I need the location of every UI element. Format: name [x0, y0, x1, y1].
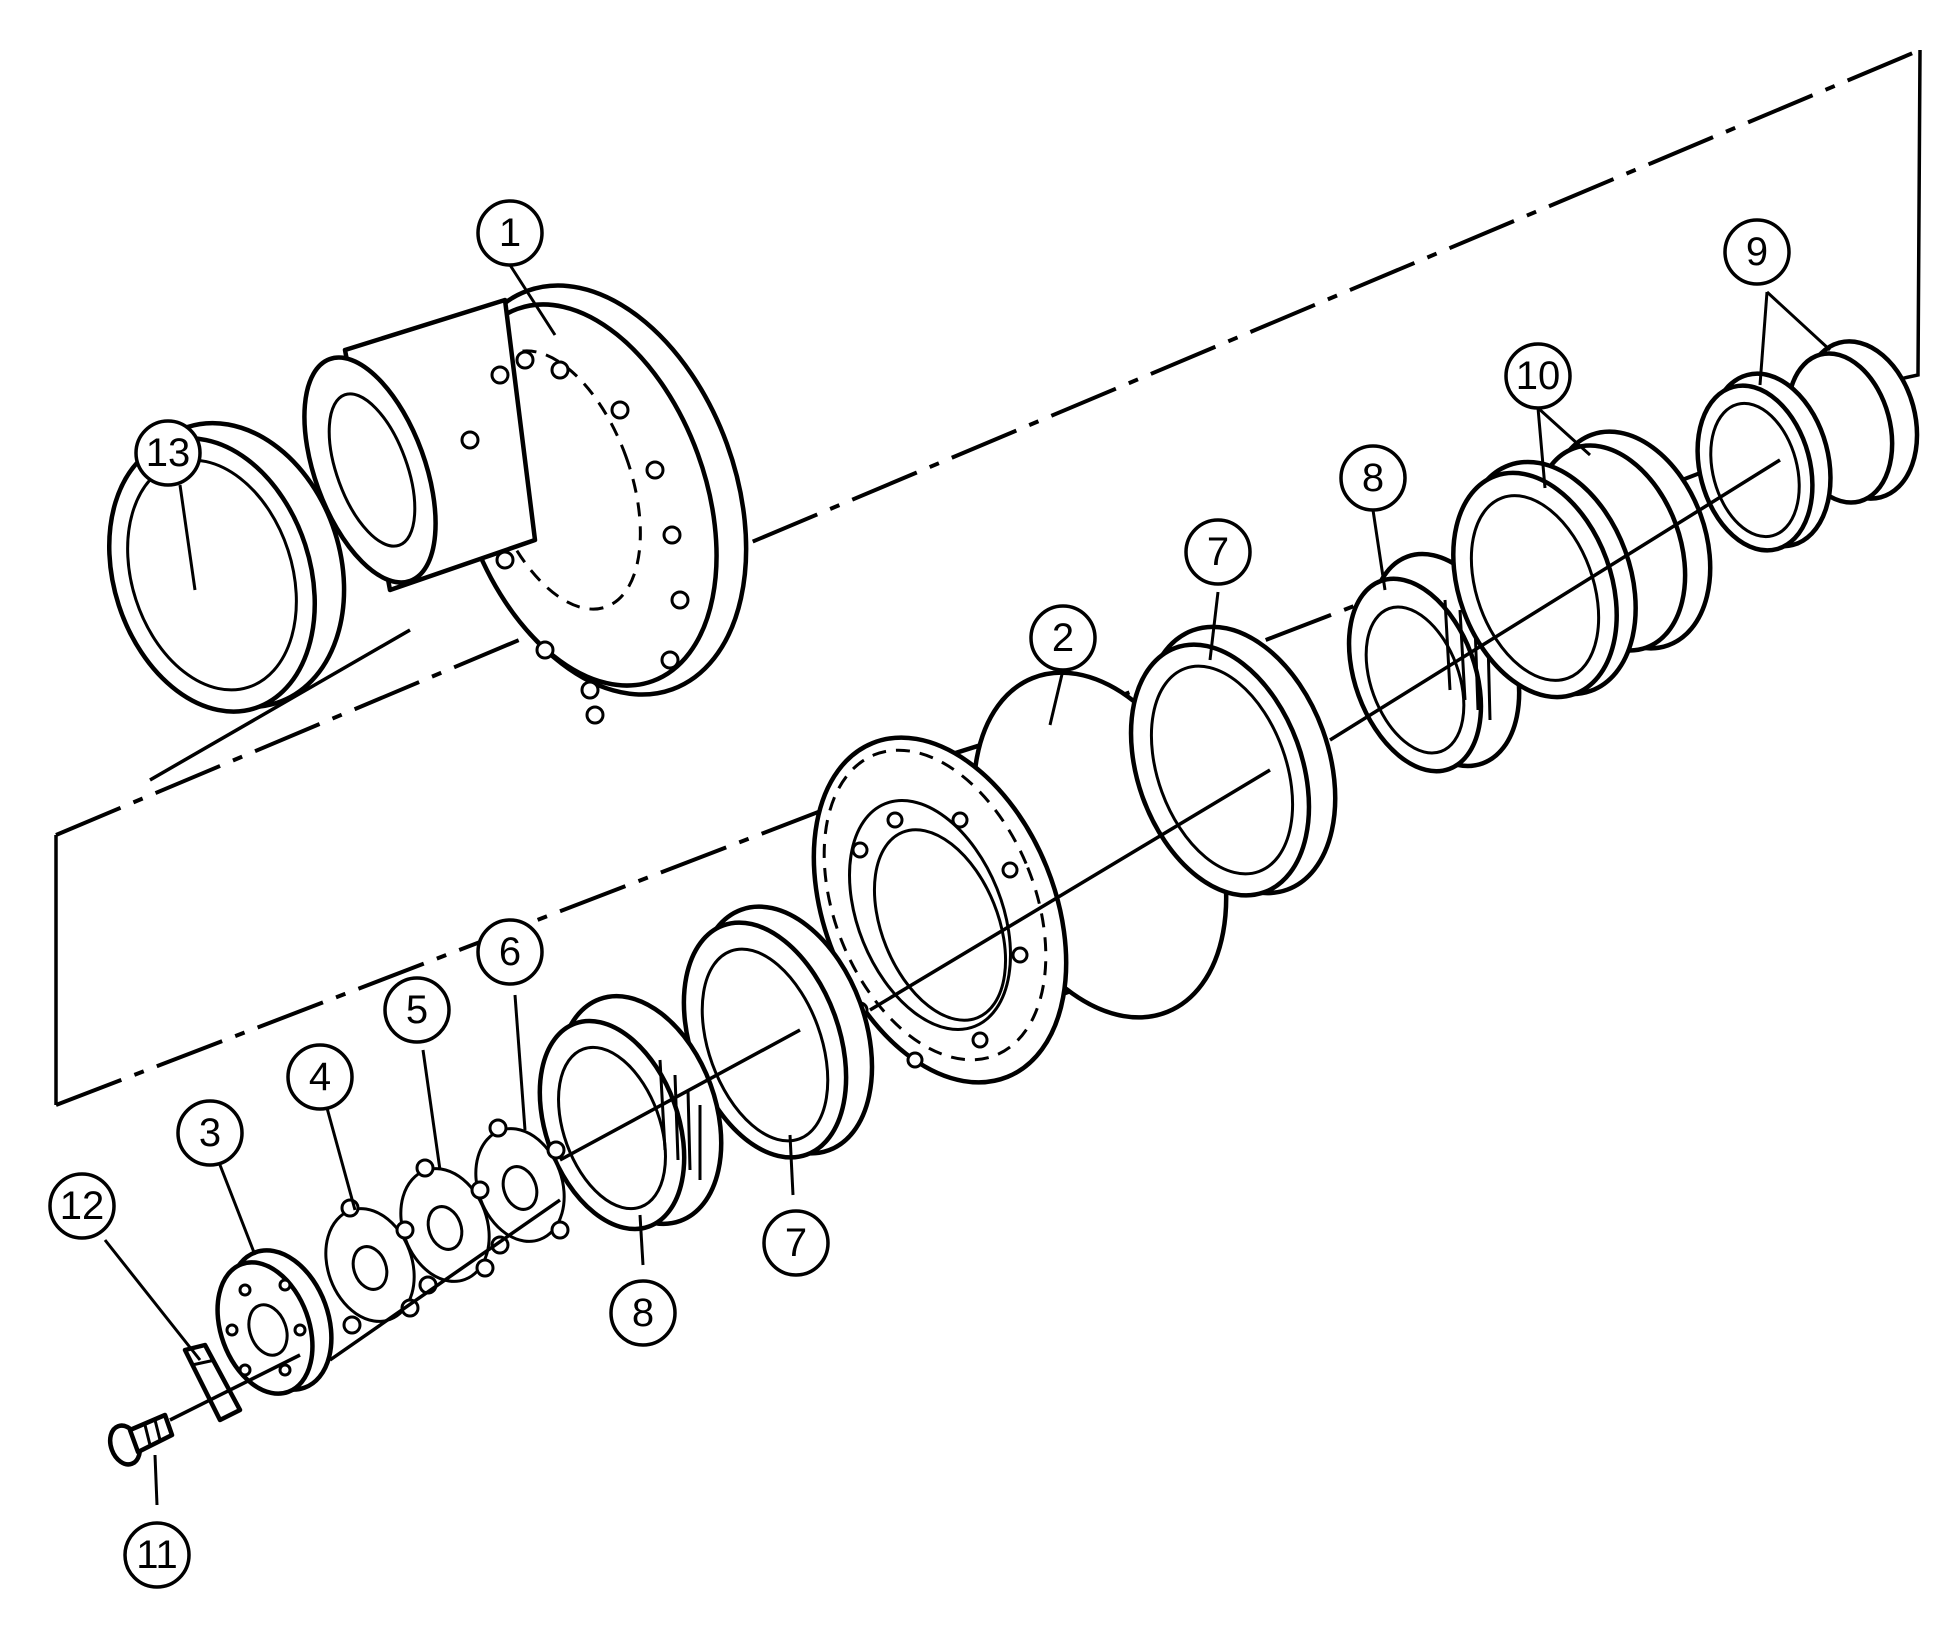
part-label-10: 10: [1516, 354, 1561, 398]
part-balloon-3: 3: [176, 1099, 244, 1167]
bearing-cone-part-8-left: [537, 993, 724, 1232]
rings-part-9: [1695, 339, 1920, 553]
part-balloon-8-left: 8: [609, 1279, 677, 1347]
part-balloon-4: 4: [286, 1043, 354, 1111]
bearing-cup-part-7-right: [1128, 624, 1338, 898]
part-label-7-right: 7: [1207, 530, 1229, 574]
part-label-2: 2: [1052, 616, 1074, 660]
part-balloon-13: 13: [134, 419, 202, 487]
part-balloon-5: 5: [383, 976, 451, 1044]
leader-lines: [103, 264, 1832, 1506]
part-label-3: 3: [199, 1111, 221, 1155]
retaining-plate-part-3: [215, 1248, 334, 1396]
part-balloon-7-left: 7: [762, 1209, 830, 1277]
part-balloon-10: 10: [1504, 342, 1572, 410]
part-label-4: 4: [309, 1055, 331, 1099]
part-label-8-right: 8: [1362, 456, 1384, 500]
hub-drum-part-2: [811, 670, 1229, 1085]
part-label-12: 12: [60, 1184, 105, 1228]
part-balloon-9: 9: [1723, 218, 1791, 286]
lock-plate-part-12: [182, 1342, 243, 1423]
part-balloon-8-right: 8: [1339, 444, 1407, 512]
part-balloon-2: 2: [1029, 604, 1097, 672]
part-label-6: 6: [499, 930, 521, 974]
part-label-5: 5: [406, 988, 428, 1032]
bearing-cup-part-7-left: [681, 904, 875, 1160]
lock-washer-part-5: [399, 1158, 495, 1295]
part-balloon-7-right: 7: [1184, 518, 1252, 586]
part-balloon-6: 6: [476, 918, 544, 986]
seal-ring-part-13: [106, 420, 347, 714]
assembly-axis-lines: [149, 458, 1781, 1422]
part-balloon-1: 1: [476, 199, 544, 267]
part-balloon-11: 11: [123, 1521, 191, 1589]
seal-rings-part-10: [1451, 429, 1713, 700]
part-label-11: 11: [136, 1533, 178, 1577]
part-label-9: 9: [1746, 230, 1768, 274]
part-balloon-12: 12: [48, 1172, 116, 1240]
part-label-13: 13: [146, 431, 191, 475]
part-label-1: 1: [499, 211, 521, 255]
part-label-8-left: 8: [632, 1291, 654, 1335]
part-label-7-left: 7: [785, 1221, 807, 1265]
bolt-part-11: [107, 1412, 175, 1467]
